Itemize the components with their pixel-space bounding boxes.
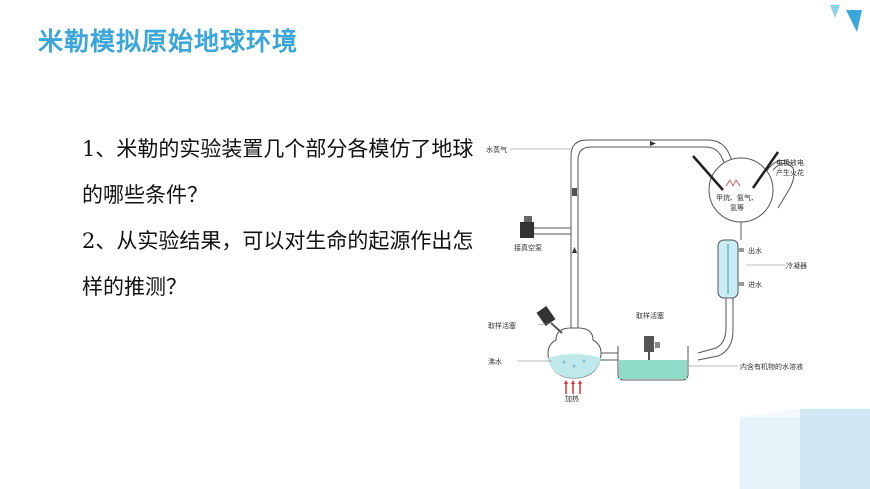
corner-decoration-top bbox=[830, 5, 862, 32]
label-water-out: 出水 bbox=[748, 246, 762, 255]
question-1: 1、米勒的实验装置几个部分各模仿了地球的哪些条件？ bbox=[82, 137, 474, 207]
label-vacuum-pump: 接真空泵 bbox=[514, 243, 542, 252]
label-electrode-line2: 产生火花 bbox=[776, 168, 804, 177]
label-water-vapor: 水蒸气 bbox=[486, 145, 507, 154]
label-stopcock-mid: 取样活塞 bbox=[636, 311, 664, 320]
label-condenser: 冷凝器 bbox=[786, 261, 807, 270]
label-electrode-line1: 电极放电 bbox=[776, 158, 804, 167]
miller-apparatus-diagram: 水蒸气 电极放电 产生火花 甲烷、氨气、 氢等 接真空泵 出水 冷凝器 进水 取… bbox=[486, 139, 807, 403]
label-gases-line1: 甲烷、氨气、 bbox=[716, 193, 758, 202]
question-2: 2、从实验结果，可以对生命的起源作出怎样的推测？ bbox=[82, 229, 474, 299]
label-water-in: 进水 bbox=[748, 280, 762, 289]
label-boiling-water: 沸水 bbox=[488, 357, 502, 366]
question-list: 1、米勒的实验装置几个部分各模仿了地球的哪些条件？ 2、从实验结果，可以对生命的… bbox=[82, 126, 482, 310]
label-heating: 加热 bbox=[565, 394, 579, 403]
corner-decoration-bottom bbox=[740, 409, 870, 489]
label-gases-line2: 氢等 bbox=[730, 203, 744, 212]
page-title: 米勒模拟原始地球环境 bbox=[38, 27, 299, 56]
label-stopcock-left: 取样活塞 bbox=[488, 321, 516, 330]
label-organic-solution: 内含有机物的水溶液 bbox=[740, 362, 803, 371]
